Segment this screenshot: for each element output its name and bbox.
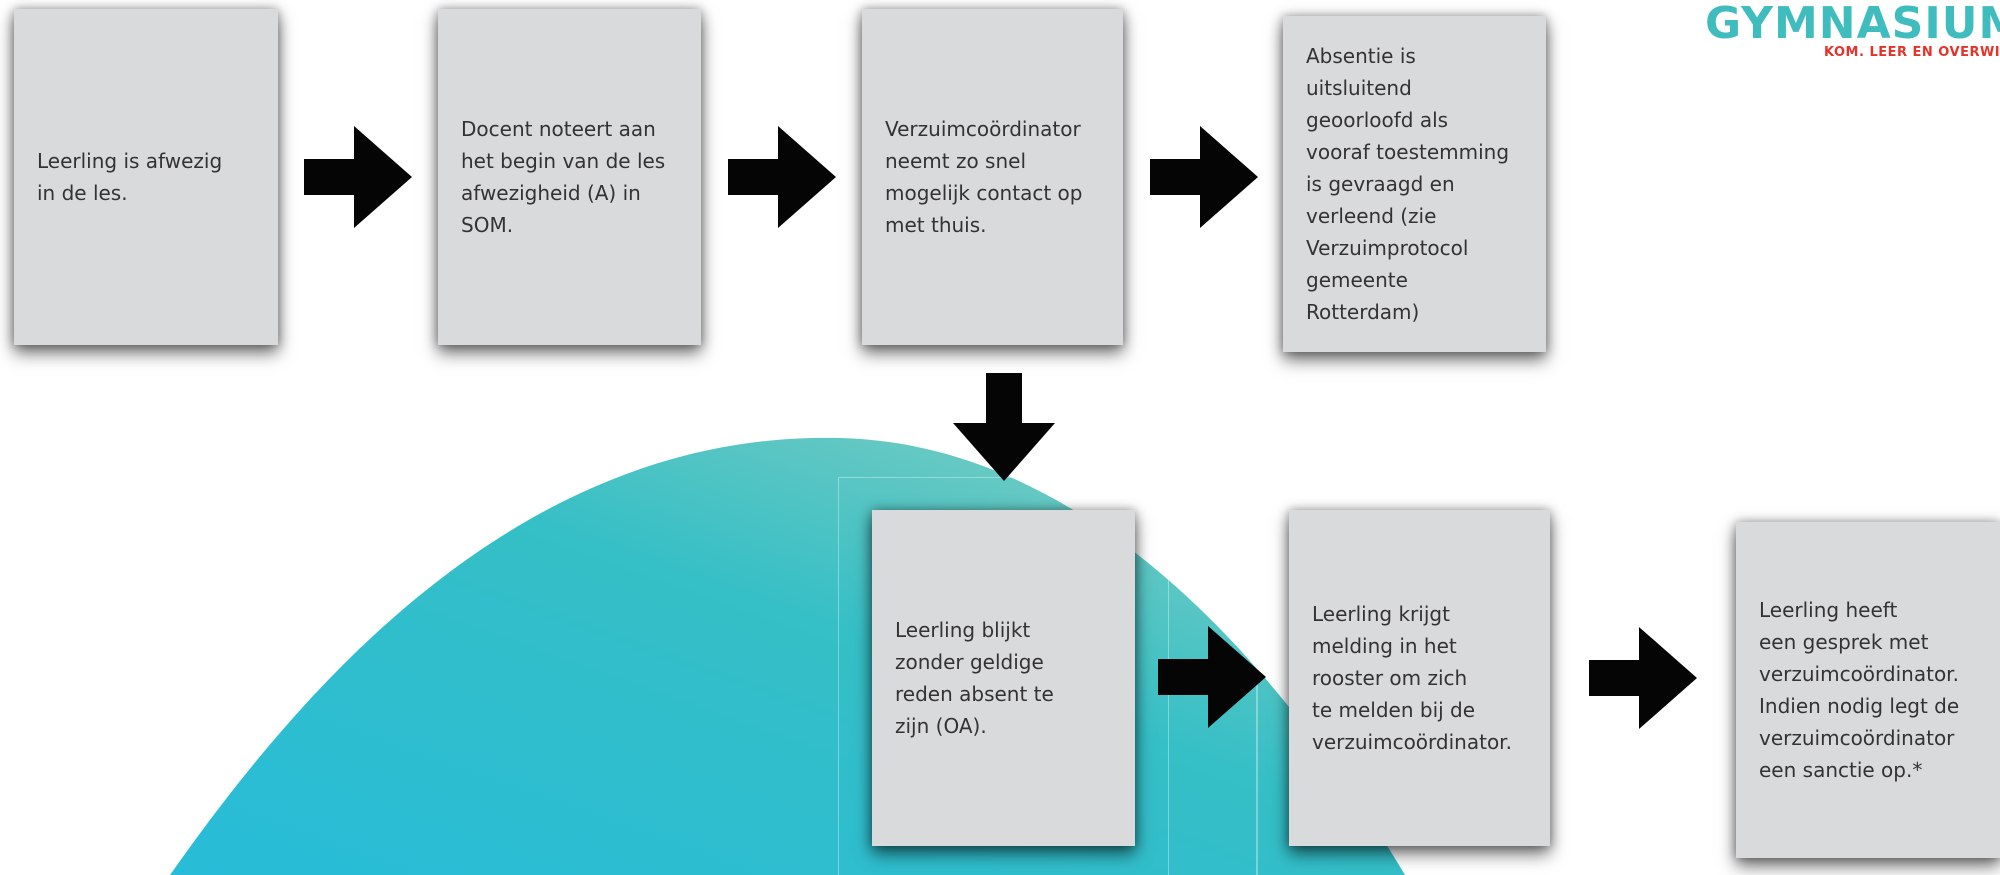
arrow-right-icon [1589,627,1697,729]
arrow-right-icon [1158,626,1266,728]
step-card-2: Docent noteert aan het begin van de les … [438,9,701,345]
step-card-5: Leerling blijkt zonder geldige reden abs… [872,510,1135,846]
gymnasium-logo: GYMNASIUM KOM. LEER EN OVERWIN. [1705,0,2000,62]
step-card-7: Leerling heeft een gesprek met verzuimco… [1736,522,2000,858]
step-text-6: Leerling krijgt melding in het rooster o… [1312,602,1512,754]
logo-tagline: KOM. LEER EN OVERWIN. [1824,45,2000,60]
step-text-5: Leerling blijkt zonder geldige reden abs… [895,618,1054,738]
arrow-right-icon [728,126,836,228]
arrow-right-icon [1150,126,1258,228]
logo-wordmark: GYMNASIUM [1705,0,2000,49]
step-text-4: Absentie is uitsluitend geoorloofd als v… [1306,44,1510,324]
step-text-7: Leerling heeft een gesprek met verzuimco… [1759,598,1960,782]
step-text-2: Docent noteert aan het begin van de les … [461,117,666,237]
step-text-3: Verzuimcoördinator neemt zo snel mogelij… [885,117,1083,237]
step-card-3: Verzuimcoördinator neemt zo snel mogelij… [862,9,1123,345]
arrow-down-icon [953,373,1055,481]
step-text-1: Leerling is afwezig in de les. [37,149,223,205]
arrow-right-icon [304,126,412,228]
step-card-1: Leerling is afwezig in de les. [14,9,278,345]
step-card-6: Leerling krijgt melding in het rooster o… [1289,510,1550,846]
step-card-4: Absentie is uitsluitend geoorloofd als v… [1283,16,1546,352]
